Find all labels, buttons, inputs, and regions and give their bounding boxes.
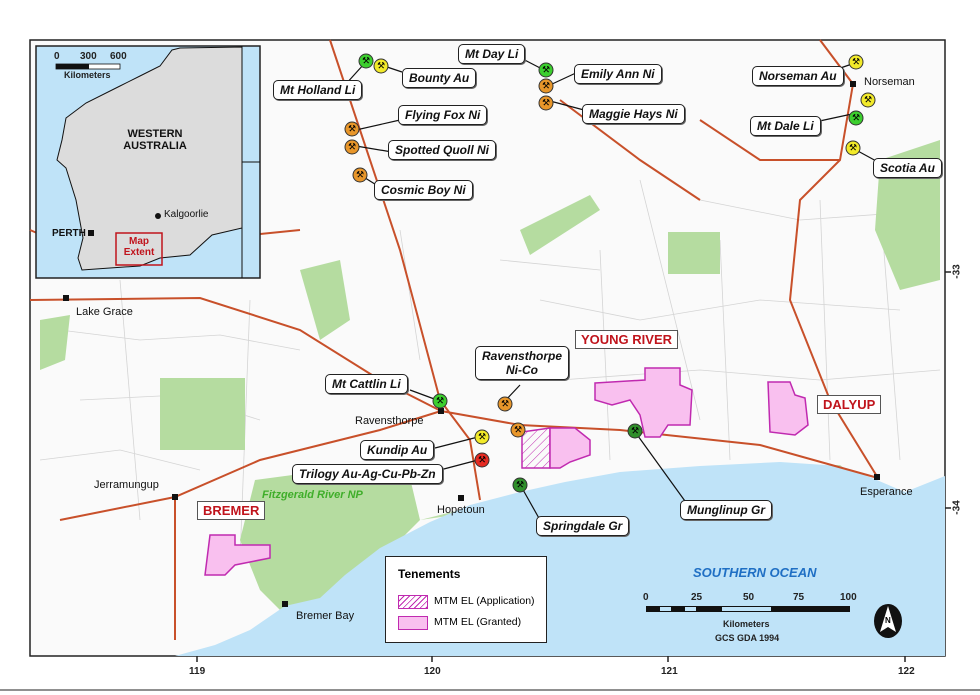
deposit-label: Mt Day Li: [458, 44, 526, 64]
legend: Tenements MTM EL (Application) MTM EL (G…: [385, 556, 547, 643]
town-jerramungup: Jerramungup: [94, 479, 159, 491]
town-norseman: Norseman: [864, 76, 915, 88]
inset-extent-line2: Extent: [123, 247, 155, 258]
deposit-label: Maggie Hays Ni: [582, 104, 685, 124]
deposit-label: Trilogy Au-Ag-Cu-Pb-Zn: [292, 464, 443, 484]
scale-bar: [646, 606, 850, 612]
deposit-marker-cosmic-boy[interactable]: ⚒: [352, 167, 368, 183]
scale-tick-0: 0: [643, 592, 649, 603]
deposit-label: Flying Fox Ni: [398, 105, 488, 125]
legend-item-application: MTM EL (Application): [434, 595, 535, 607]
scale-datum: GCS GDA 1994: [715, 633, 780, 643]
tenement-granted: [594, 367, 693, 438]
region-bremer: BREMER: [197, 501, 266, 520]
inset-scale-600: 600: [110, 51, 127, 62]
deposit-label: Munglinup Gr: [680, 500, 772, 520]
deposit-label: Springdale Gr: [536, 516, 630, 536]
town-markers: [63, 81, 880, 607]
deposit-label: Spotted Quoll Ni: [388, 140, 496, 160]
deposit-label: Bounty Au: [402, 68, 477, 88]
deposit-label: Mt Dale Li: [750, 116, 821, 136]
deposit-marker-maggie-hays[interactable]: ⚒: [538, 95, 554, 111]
lon-label-119: 119: [189, 666, 206, 677]
deposit-label-line2: Ni-Co: [506, 363, 539, 377]
deposit-marker-scotia[interactable]: ⚒: [845, 140, 861, 156]
leader-lines: [344, 54, 879, 521]
tenement-granted: [204, 534, 271, 576]
deposit-marker-spotted-quoll[interactable]: ⚒: [344, 139, 360, 155]
town-lake-grace: Lake Grace: [76, 306, 133, 318]
town-bremer-bay: Bremer Bay: [296, 610, 355, 622]
deposit-marker-bounty[interactable]: ⚒: [373, 58, 389, 74]
deposit-marker-springdale[interactable]: ⚒: [512, 477, 528, 493]
lat-label-34: -34: [951, 500, 963, 515]
legend-swatch-granted: [398, 616, 428, 630]
inset-scale-0: 0: [54, 51, 60, 62]
scale-tick-50: 50: [743, 592, 755, 603]
inset-state-line2: AUSTRALIA: [123, 140, 187, 152]
deposit-marker-mt-cattlin[interactable]: ⚒: [432, 393, 448, 409]
deposit-marker-flying-fox[interactable]: ⚒: [344, 121, 360, 137]
deposit-marker-ravensthorpe-2[interactable]: ⚒: [510, 422, 526, 438]
inset-extent-line1: Map: [129, 236, 149, 247]
deposit-marker-norseman[interactable]: ⚒: [848, 54, 864, 70]
deposit-marker-ravensthorpe[interactable]: ⚒: [497, 396, 513, 412]
town-ravensthorpe: Ravensthorpe: [355, 415, 424, 427]
tenement-granted: [767, 381, 809, 436]
deposit-label: Scotia Au: [873, 158, 942, 178]
region-young-river: YOUNG RIVER: [575, 330, 679, 349]
legend-item-granted: MTM EL (Granted): [434, 616, 522, 628]
graticule-ticks: [196, 271, 951, 662]
scale-tick-25: 25: [691, 592, 703, 603]
deposit-marker-trilogy[interactable]: ⚒: [474, 452, 490, 468]
north-arrow-icon: [874, 604, 902, 638]
legend-swatch-application: [398, 595, 428, 609]
inset-city-perth: PERTH: [52, 228, 86, 239]
deposit-marker-munglinup[interactable]: ⚒: [627, 423, 643, 439]
deposit-label: Mt Holland Li: [273, 80, 363, 100]
deposit-marker-kundip[interactable]: ⚒: [474, 429, 490, 445]
deposit-marker-mt-day[interactable]: ⚒: [538, 62, 554, 78]
town-esperance: Esperance: [860, 486, 913, 498]
lon-label-120: 120: [424, 666, 441, 677]
deposit-marker-mt-dale[interactable]: ⚒: [848, 110, 864, 126]
deposit-label: Norseman Au: [752, 66, 844, 86]
legend-title: Tenements: [398, 567, 461, 581]
tenement-granted: [549, 427, 591, 469]
inset-scale-unit: Kilometers: [64, 70, 111, 80]
inset-city-kalgoorlie: Kalgoorlie: [164, 209, 209, 220]
deposit-label: Mt Cattlin Li: [325, 374, 408, 394]
inset-state-line1: WESTERN: [127, 128, 183, 140]
inset-map: [35, 45, 261, 279]
deposit-label: Kundip Au: [360, 440, 435, 460]
scale-tick-75: 75: [793, 592, 805, 603]
lon-label-122: 122: [898, 666, 915, 677]
town-hopetoun: Hopetoun: [437, 504, 485, 516]
fitzgerald-river-np-label: Fitzgerald River NP: [262, 489, 363, 501]
tenement-application: [521, 427, 551, 469]
north-label: N: [885, 616, 891, 625]
deposit-label: Emily Ann Ni: [574, 64, 662, 84]
tenements: [204, 367, 809, 576]
deposit-label-line1: Ravensthorpe: [482, 349, 563, 363]
deposit-marker-mt-holland[interactable]: ⚒: [358, 53, 374, 69]
region-dalyup: DALYUP: [817, 395, 882, 414]
southern-ocean-label: SOUTHERN OCEAN: [693, 565, 817, 580]
scale-unit: Kilometers: [723, 619, 770, 629]
inset-scale-300: 300: [80, 51, 97, 62]
deposit-label: Cosmic Boy Ni: [374, 180, 473, 200]
lat-label-33: -33: [951, 264, 963, 279]
deposit-marker-norseman-2[interactable]: ⚒: [860, 92, 876, 108]
deposit-marker-emily-ann[interactable]: ⚒: [538, 78, 554, 94]
scale-tick-100: 100: [840, 592, 857, 603]
lon-label-121: 121: [661, 666, 678, 677]
